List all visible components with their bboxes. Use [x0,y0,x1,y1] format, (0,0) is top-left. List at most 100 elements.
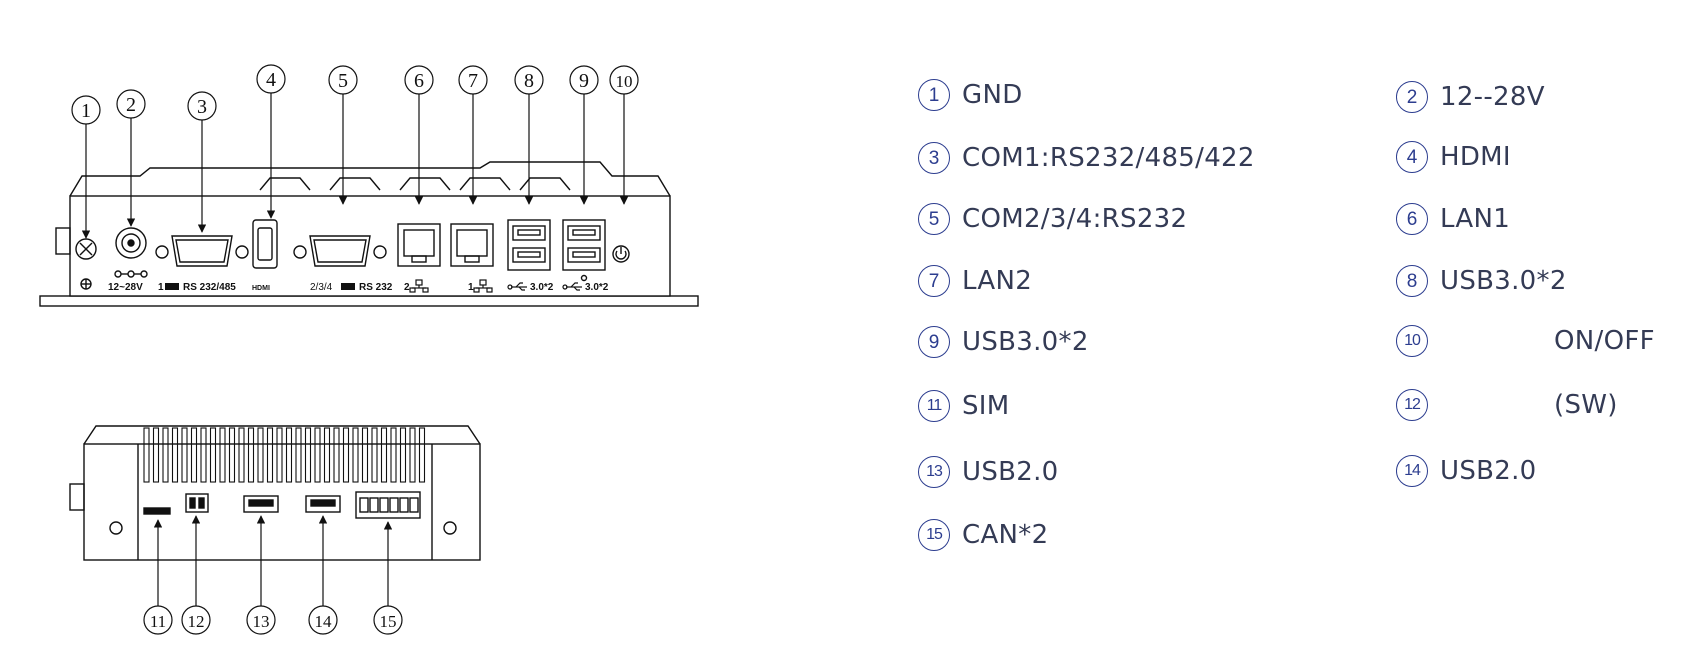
callout-8: 8 [524,70,534,92]
dip-switch-icon [185,493,209,513]
power-button-icon [612,245,630,263]
heatsink-fin [257,427,264,483]
front-chassis [69,195,671,297]
legend-item-sim: 11 SIM [918,386,1010,426]
legend-item-usb3-b: 9 USB3.0*2 [918,322,1089,362]
heatsink-fin [371,427,378,483]
legend-label: (SW) [1554,390,1618,420]
legend-label: 12--28V [1440,82,1545,112]
lan1-rj45-port-icon [450,223,494,267]
com1-port-type: RS 232/485 [183,282,236,293]
legend-item-usb2-a: 13 USB2.0 [918,452,1059,492]
usb-symbol-icon [562,282,582,291]
usb-symbol-icon [507,282,527,291]
heatsink-fin [399,427,407,483]
callout-10: 10 [616,72,633,91]
usb3-stack-a-icon [507,219,551,271]
power-port-label: 12~28V [108,282,143,293]
legend-number: 8 [1396,265,1428,297]
legend-number: 9 [918,326,950,358]
callout-13: 13 [253,612,270,631]
legend-number: 12 [1396,389,1428,421]
lan1-port-number: 1 [468,282,474,293]
heatsink-fin [323,427,331,483]
com1-port-number: 1 [158,282,164,293]
callout-11: 11 [150,612,166,631]
com234-port-type: RS 232 [359,282,393,293]
heatsink-fin [304,427,312,483]
heatsink-fin [219,427,226,483]
usb-a-port-label: 3.0*2 [530,282,554,293]
heatsink-fin [266,427,274,483]
legend-number: 1 [918,79,950,111]
dc-power-jack-icon [114,227,148,278]
callout-3: 3 [197,96,207,118]
usb2-port-b-icon [305,495,341,513]
legend-item-can: 15 CAN*2 [918,515,1048,555]
heatsink-fin [276,427,283,483]
heatsink-fin [171,427,179,483]
heatsink-fin [181,427,188,483]
legend-label: USB3.0*2 [962,327,1089,357]
com234-port-number: 2/3/4 [310,282,333,293]
legend-label: HDMI [1440,142,1511,172]
heatsink-fin [352,427,359,483]
heatsink-fin [228,427,236,483]
legend-label: ON/OFF [1554,326,1655,356]
legend-item-hdmi: 4 HDMI [1396,137,1511,177]
usb3-stack-b-icon [562,219,606,282]
heatsink-fin [190,427,198,483]
legend-item-switch: 12 (SW) [1396,385,1618,425]
front-mounting-plate [39,295,699,307]
legend-item-on-off: 10 ON/OFF [1396,321,1655,361]
rear-heatsink-fins [143,427,426,483]
legend-label: COM2/3/4:RS232 [962,204,1188,234]
heatsink-fin [143,427,150,483]
callout-6: 6 [414,70,424,92]
com234-port-glyph [341,283,355,290]
legend-label: CAN*2 [962,520,1049,550]
legend-label: COM1:RS232/485/422 [962,143,1255,173]
heatsink-fin [295,427,302,483]
heatsink-fin [209,427,217,483]
callout-14: 14 [315,612,333,631]
usb2-port-a-icon [243,495,279,513]
hdmi-port-icon [252,219,278,269]
callout-7: 7 [468,70,478,92]
callout-1: 1 [81,100,91,122]
legend-number: 15 [918,519,950,551]
rear-side-post [69,483,85,511]
heatsink-fin [152,427,160,483]
legend-number: 5 [918,203,950,235]
legend-number: 2 [1396,81,1428,113]
heatsink-fin [418,427,426,483]
callout-2: 2 [126,94,136,116]
callout-5: 5 [338,70,348,92]
legend-number: 6 [1396,203,1428,235]
com1-port-glyph [165,283,179,290]
callout-12: 12 [188,612,205,631]
legend-item-gnd: 1 GND [918,75,1023,115]
heatsink-fin [409,427,416,483]
legend-item-com234: 5 COM2/3/4:RS232 [918,199,1187,239]
legend-label: USB3.0*2 [1440,266,1567,296]
heatsink-fin [361,427,369,483]
legend-number: 13 [918,456,950,488]
front-heatsink-top [69,161,671,197]
com234-db9-connector-icon [293,235,387,267]
hdmi-port-label: HDMI [252,285,270,292]
can-terminal-block-icon [355,491,421,519]
legend-label: USB2.0 [1440,456,1537,486]
heatsink-fin [333,427,340,483]
legend-item-lan1: 6 LAN1 [1396,199,1510,239]
legend-item-power: 2 12--28V [1396,77,1545,117]
heatsink-fin [238,427,245,483]
rear-screw-right [443,521,457,535]
legend-number: 7 [918,265,950,297]
network-icon [409,279,429,293]
heatsink-fin [380,427,388,483]
usb-b-port-label: 3.0*2 [585,282,609,293]
sim-slot-icon [143,507,171,515]
legend-number: 3 [918,142,950,174]
